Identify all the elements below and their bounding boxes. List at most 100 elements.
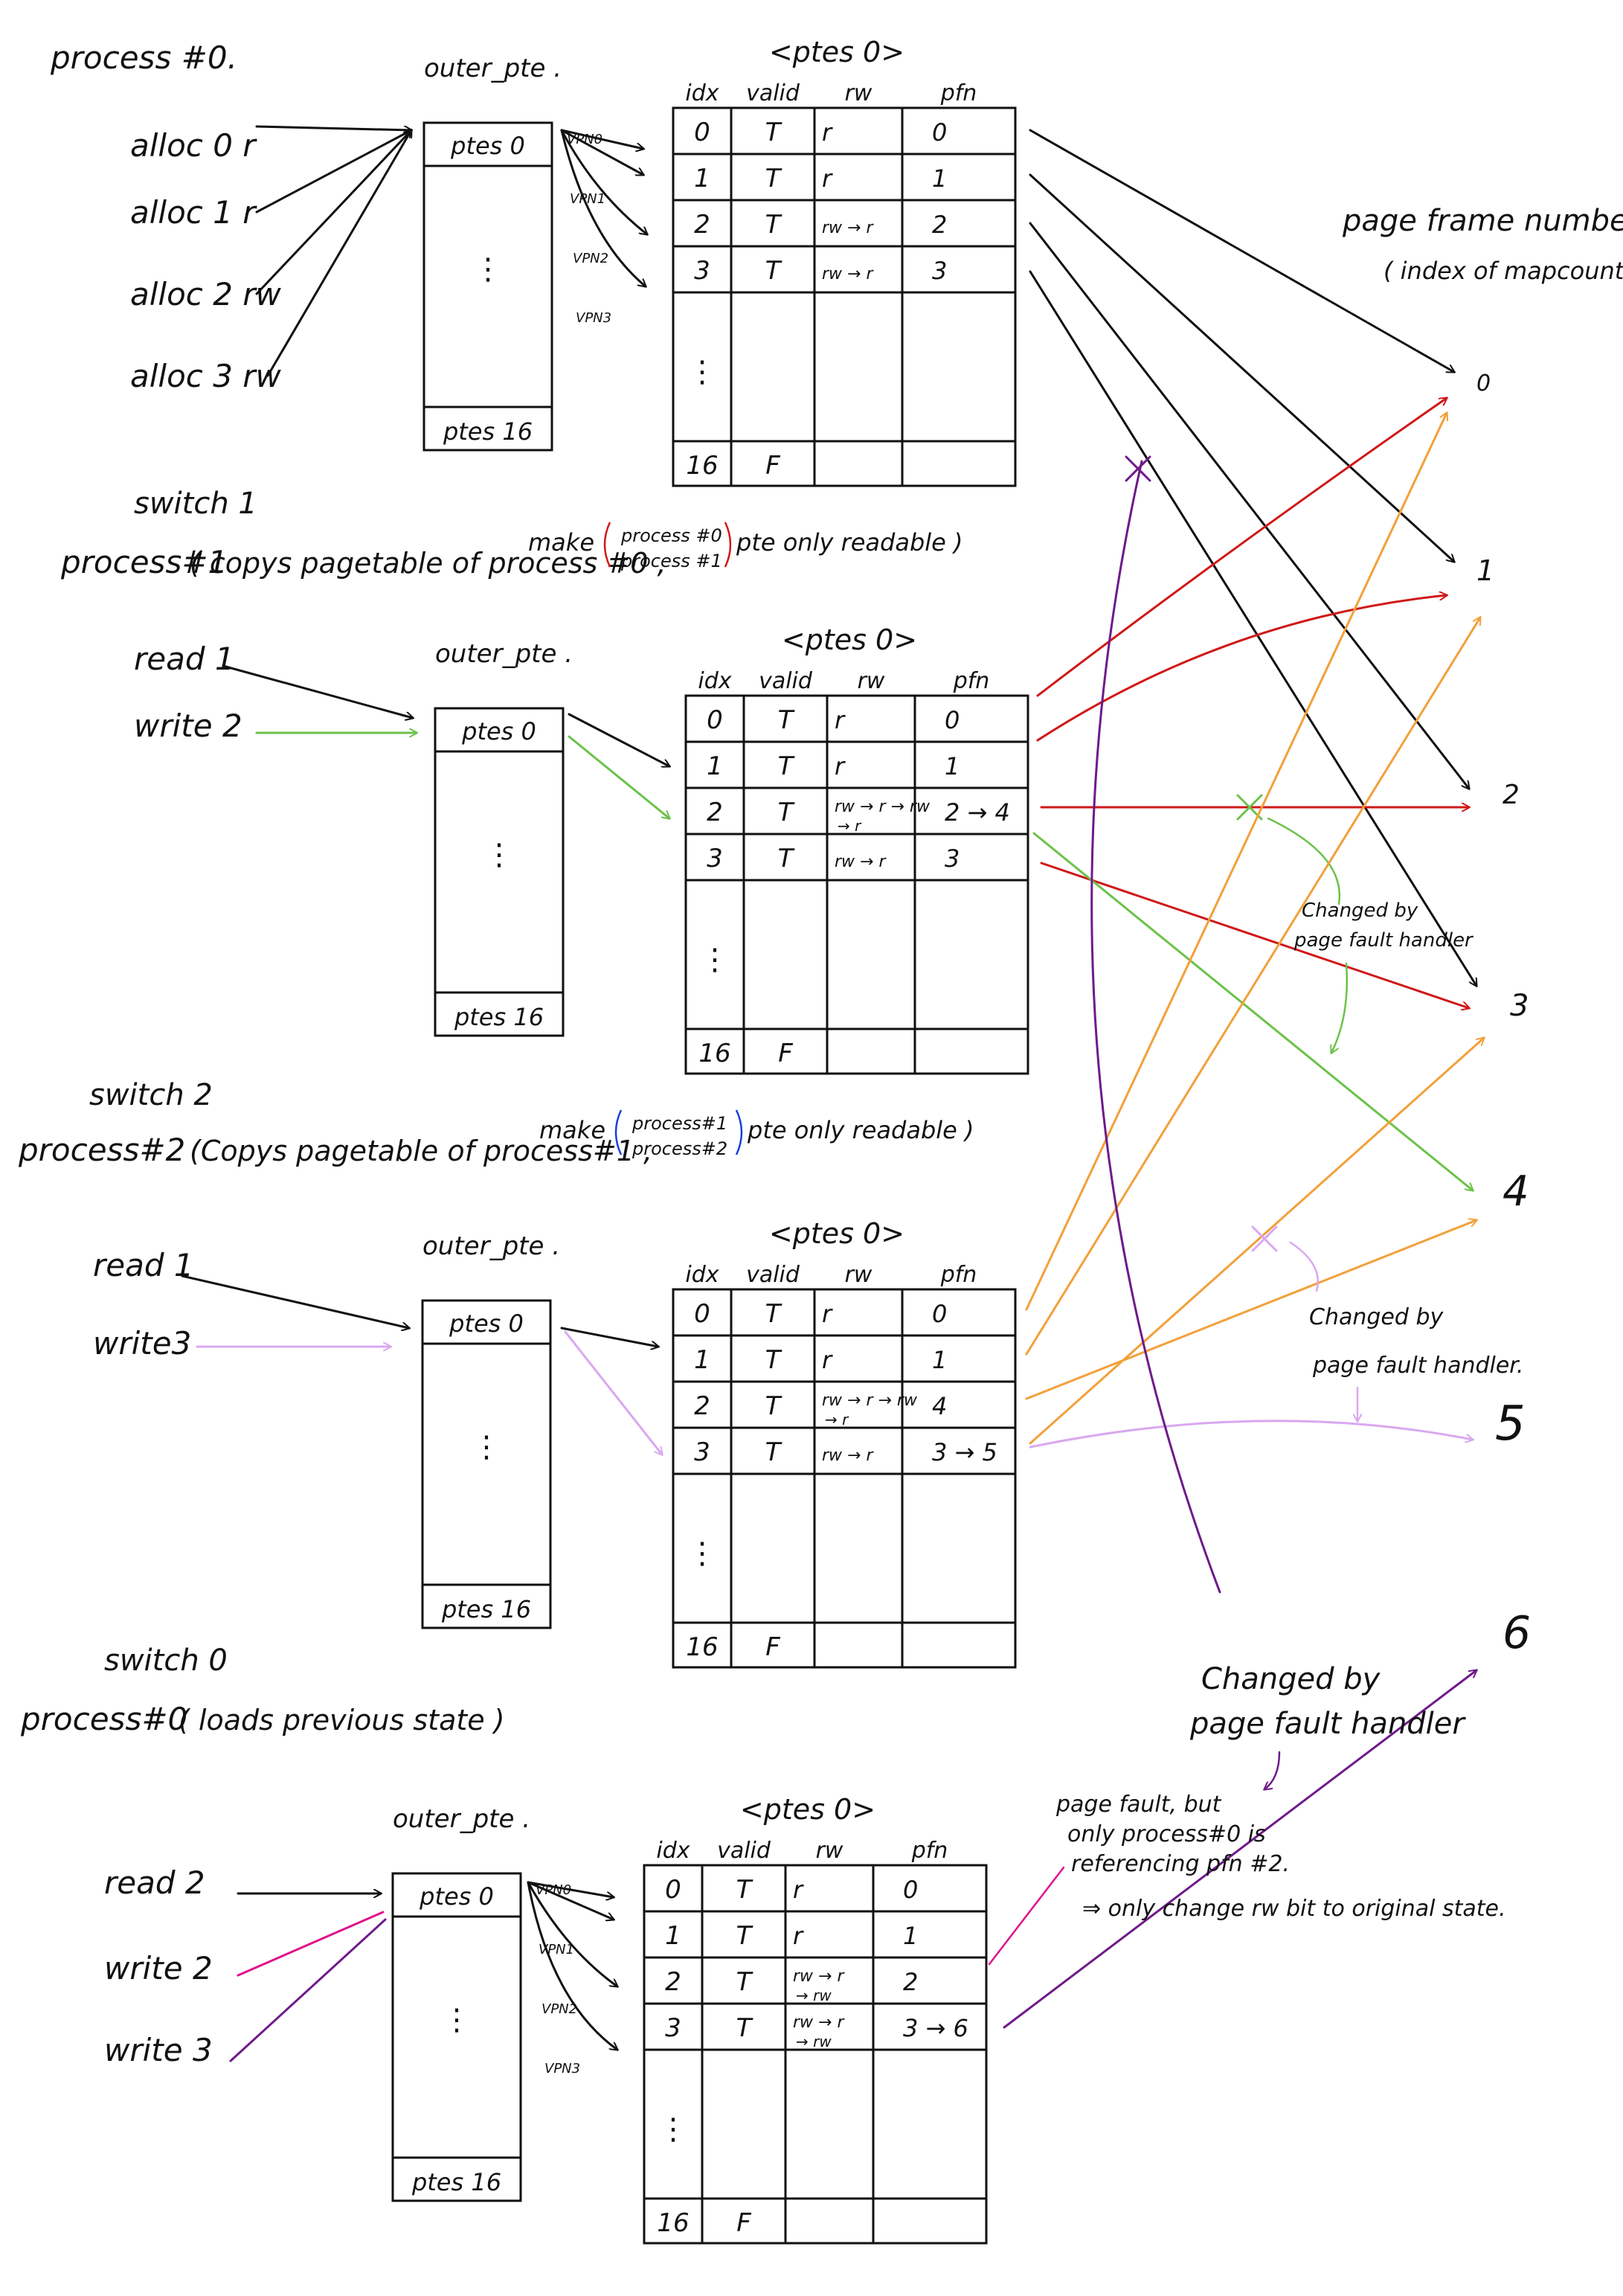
pte-pfn: 0 <box>945 706 960 734</box>
note-pointer <box>1267 817 1341 905</box>
pf-note-line-4: ⇒ only change rw bit to original state. <box>1082 1896 1506 1922</box>
pte-pfn: 1 <box>903 1922 918 1950</box>
old-frame3-cross <box>1125 455 1151 482</box>
pte-pfn: 4 <box>932 1392 947 1420</box>
outer-pte-entry-16: ptes 16 <box>441 1595 531 1623</box>
pte-idx: 0 <box>694 118 710 147</box>
vpn-label: VPN2 <box>541 2001 577 2017</box>
pte-pfn: 0 <box>903 1876 918 1904</box>
pte-valid: T <box>778 798 795 827</box>
pte-idx: 3 <box>665 2013 681 2043</box>
outer-pte-ellipsis: ⋮ <box>442 2003 472 2037</box>
col-header-pfn: pfn <box>911 1838 948 1864</box>
col-header-idx: idx <box>656 1838 690 1864</box>
outer-pte-entry-0: ptes 0 <box>461 717 536 745</box>
col-header-idx: idx <box>685 1262 719 1288</box>
col-header-rw: rw <box>845 1262 872 1288</box>
process-description: ( copys pagetable of process #0 , <box>190 547 666 580</box>
outer-pte-box <box>421 1299 552 1629</box>
cow-old-mapping-cross-b <box>1236 794 1263 821</box>
vpn-label: VPN3 <box>544 2061 580 2077</box>
pte-rw: rw → r <box>793 1967 845 1986</box>
pte-pfn: 3 <box>945 844 960 873</box>
shared-map-arrow <box>1029 1038 1484 1445</box>
pte-valid: T <box>778 751 795 781</box>
pte-idx-last: 16 <box>657 2208 689 2238</box>
pte-pfn: 1 <box>945 752 960 780</box>
cow-new-frame-arrow <box>1003 1670 1476 2029</box>
ptes0-title: <ptes 0> <box>769 36 904 68</box>
col-header-valid: valid <box>746 1262 800 1288</box>
op-label: write3 <box>93 1325 191 1362</box>
col-header-rw: rw <box>816 1838 843 1864</box>
col-header-pfn: pfn <box>940 1262 977 1288</box>
readonly-note-proc-a: process #0 <box>620 525 722 546</box>
pte-table <box>643 1864 988 2245</box>
outer-pte-label: outer_pte . <box>393 1804 530 1834</box>
process-description: (Copys pagetable of process#1 , <box>190 1135 652 1167</box>
frames-title: page frame number. <box>1342 204 1623 238</box>
pf-note-line-3: referencing pfn #2. <box>1071 1851 1290 1877</box>
note-pointer <box>1331 962 1349 1053</box>
pte-idx: 0 <box>665 1875 681 1905</box>
pte-valid-last: F <box>736 2208 751 2238</box>
old-frame3-cross-b <box>1125 455 1151 482</box>
vpn-arrow <box>560 129 647 234</box>
pte-idx: 2 <box>694 210 710 240</box>
pte-rw: r <box>822 118 833 147</box>
annot-green-2: page fault handler <box>1293 929 1474 952</box>
pte-valid-last: F <box>765 1632 780 1662</box>
outer-pte-box <box>391 1872 522 2202</box>
pte-rw: rw → r <box>835 853 887 871</box>
pte-idx: 2 <box>707 798 723 827</box>
pfn-map-arrow <box>1029 129 1454 372</box>
pte-rw: rw → r <box>822 1446 874 1465</box>
shared-map-arrow <box>1025 413 1447 1311</box>
vpn-arrow <box>560 129 646 286</box>
pte-idx-last: 16 <box>686 1632 718 1662</box>
pte-idx: 1 <box>707 751 723 781</box>
shared-map-arrow <box>1036 595 1447 742</box>
vpn-arrow <box>527 1881 617 2050</box>
frame-number-4: 4 <box>1503 1167 1529 1216</box>
shared-map-arrow <box>1025 1220 1476 1400</box>
op-arrow-write <box>237 1911 385 1977</box>
pfn-map-arrow <box>1029 222 1469 789</box>
pte-pfn: 2 <box>903 1968 918 1996</box>
pte-pfn: 0 <box>932 1300 947 1328</box>
pte-valid: T <box>765 1345 782 1375</box>
pte-ellipsis: ⋮ <box>687 355 717 389</box>
pte-table <box>684 694 1029 1075</box>
pte-pfn: 3 → 5 <box>932 1438 997 1466</box>
outer-pte-entry-16: ptes 16 <box>411 2168 501 2196</box>
pte-valid: T <box>765 256 782 286</box>
pte-idx: 2 <box>665 1967 681 1997</box>
op-arrow <box>181 1274 409 1328</box>
pte-valid: T <box>765 210 782 240</box>
op-label: write 2 <box>104 1950 213 1986</box>
pte-valid: T <box>736 1875 753 1905</box>
vpn-arrow <box>527 1881 617 1986</box>
cow-new-frame-arrow <box>1032 832 1473 1190</box>
process-label: process#2 <box>18 1132 185 1168</box>
frame-number-5: 5 <box>1495 1396 1526 1452</box>
vpn-label: VPN3 <box>576 310 611 326</box>
switch-label: switch 1 <box>134 487 257 521</box>
op-label: write 3 <box>104 2032 213 2068</box>
outer-pte-label: outer_pte . <box>435 639 573 669</box>
frame-number-6: 6 <box>1503 1607 1531 1659</box>
cow-old-mapping-cross-b <box>1251 1225 1278 1252</box>
pte-rw: rw → r → rw <box>822 1391 918 1410</box>
readonly-note-prefix: make <box>528 528 594 557</box>
pte-rw: rw → r <box>822 219 874 237</box>
pte-ellipsis: ⋮ <box>658 2112 688 2146</box>
pte-idx: 2 <box>694 1391 710 1421</box>
outer-pte-entry-0: ptes 0 <box>450 132 525 160</box>
col-header-rw: rw <box>858 668 885 694</box>
pte-rw: r <box>822 164 833 193</box>
pte-table <box>672 1288 1017 1669</box>
paren-left <box>614 1109 623 1155</box>
